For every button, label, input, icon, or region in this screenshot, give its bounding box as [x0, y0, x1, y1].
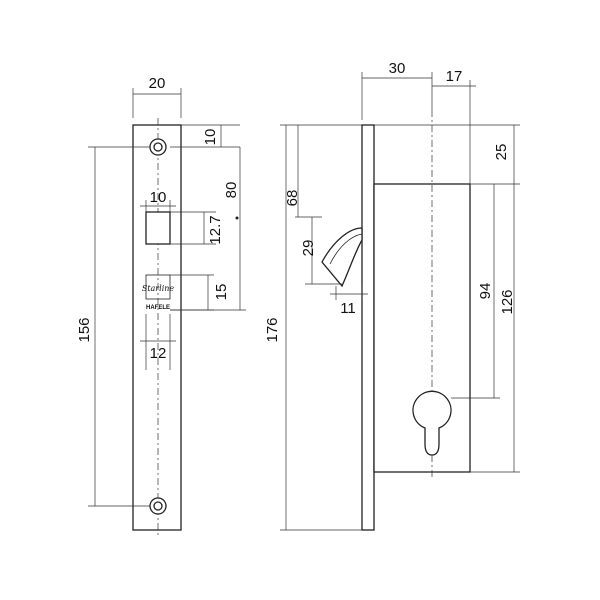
dim-latch-projection: 11	[340, 300, 356, 317]
dim-faceplate-width: 20	[149, 75, 166, 92]
dim-hole-spacing: 156	[76, 317, 93, 342]
cylinder-profile	[412, 390, 452, 456]
dim-logo-height: 15	[213, 284, 230, 301]
dim-latch-height: 29	[300, 240, 317, 257]
dim-case-height: 126	[499, 289, 516, 314]
faceplate-side-strip	[361, 124, 375, 531]
dim-follower-height: 12.7	[207, 215, 224, 244]
logo-script-text: Starline	[142, 284, 175, 293]
dim-backset: 17	[446, 68, 463, 85]
dim-overall-height: 176	[264, 317, 281, 342]
dim-top-to-case: 25	[493, 144, 510, 161]
latch-bolt-edge	[329, 233, 363, 265]
reference-dot	[235, 216, 239, 220]
dim-case-depth: 30	[389, 60, 406, 77]
latch-bolt	[321, 227, 363, 288]
logo-brand-text: HAFELE	[146, 305, 170, 311]
dim-top-hole-offset: 10	[202, 129, 219, 146]
lock-body-dimensions: 30 17 25 126 94 68 29 11	[264, 60, 520, 531]
lock-body-view	[321, 110, 471, 531]
dim-hole-to-follower: 80	[223, 182, 240, 199]
faceplate-outline	[132, 124, 182, 531]
dim-latch-center: 68	[284, 190, 301, 207]
dim-follower-width: 10	[150, 189, 167, 206]
bottom-screw-hole	[149, 497, 167, 515]
logo-box	[145, 274, 171, 300]
lock-case	[373, 183, 471, 473]
follower-square-hole	[145, 211, 171, 245]
dim-logo-width: 12	[150, 345, 167, 362]
faceplate-view: Starline HAFELE	[132, 118, 239, 538]
dim-case-to-cylinder: 94	[477, 283, 494, 300]
faceplate-dimensions: 20 10 80 10 12.7 15 12 156	[76, 75, 246, 507]
brand-logo: Starline HAFELE	[142, 274, 175, 311]
top-screw-hole	[149, 138, 167, 156]
